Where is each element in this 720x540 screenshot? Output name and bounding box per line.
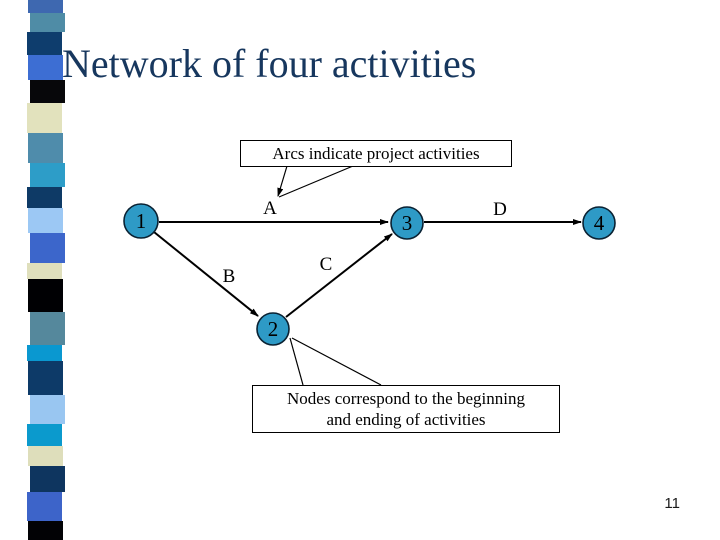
slide-page-number: 11 (664, 495, 680, 512)
strip-segment (28, 55, 63, 80)
node-label-2: 2 (268, 317, 279, 341)
node-2 (256, 312, 290, 346)
callout-nodes-line2: and ending of activities (326, 410, 486, 429)
strip-segment (30, 13, 65, 32)
strip-segment (30, 312, 65, 345)
callout-arcs: Arcs indicate project activities (240, 140, 512, 167)
arc-label-C: C (320, 254, 333, 275)
strip-segment (27, 492, 62, 521)
strip-segment (28, 208, 63, 233)
arc-label-B: B (223, 266, 236, 287)
strip-segment (27, 32, 62, 55)
callout-arcs-text: Arcs indicate project activities (272, 144, 480, 163)
strip-segment (28, 361, 63, 395)
callout-pointer-line (278, 165, 354, 198)
callout-nodes-line1: Nodes correspond to the beginning (287, 389, 525, 408)
callout-nodes: Nodes correspond to the beginning and en… (252, 385, 560, 433)
callout-pointer-line (277, 165, 288, 197)
page-title: Network of four activities (62, 41, 477, 86)
strip-segment (30, 466, 65, 492)
strip-segment (30, 163, 65, 187)
callout-pointer-line (291, 337, 382, 386)
strip-segment (28, 279, 63, 312)
strip-segment (28, 0, 63, 13)
node-label-1: 1 (136, 209, 147, 233)
strip-segment (30, 233, 65, 263)
node-label-4: 4 (594, 211, 605, 235)
decorative-side-strip (27, 0, 65, 540)
strip-segment (27, 424, 62, 446)
node-label-3: 3 (402, 211, 413, 235)
strip-segment (27, 263, 62, 279)
arc-label-A: A (263, 198, 277, 219)
callout-pointer-line (289, 337, 304, 386)
node-3 (390, 206, 424, 240)
strip-segment (30, 80, 65, 103)
strip-segment (30, 395, 65, 424)
node-4 (582, 206, 616, 240)
strip-segment (28, 133, 63, 163)
strip-segment (27, 103, 62, 133)
strip-segment (27, 345, 62, 361)
strip-segment (28, 521, 63, 540)
strip-segment (28, 446, 63, 466)
arc-C (285, 233, 393, 318)
arc-B (153, 231, 259, 317)
node-1 (123, 203, 159, 239)
strip-segment (27, 187, 62, 208)
arc-label-D: D (493, 199, 507, 220)
